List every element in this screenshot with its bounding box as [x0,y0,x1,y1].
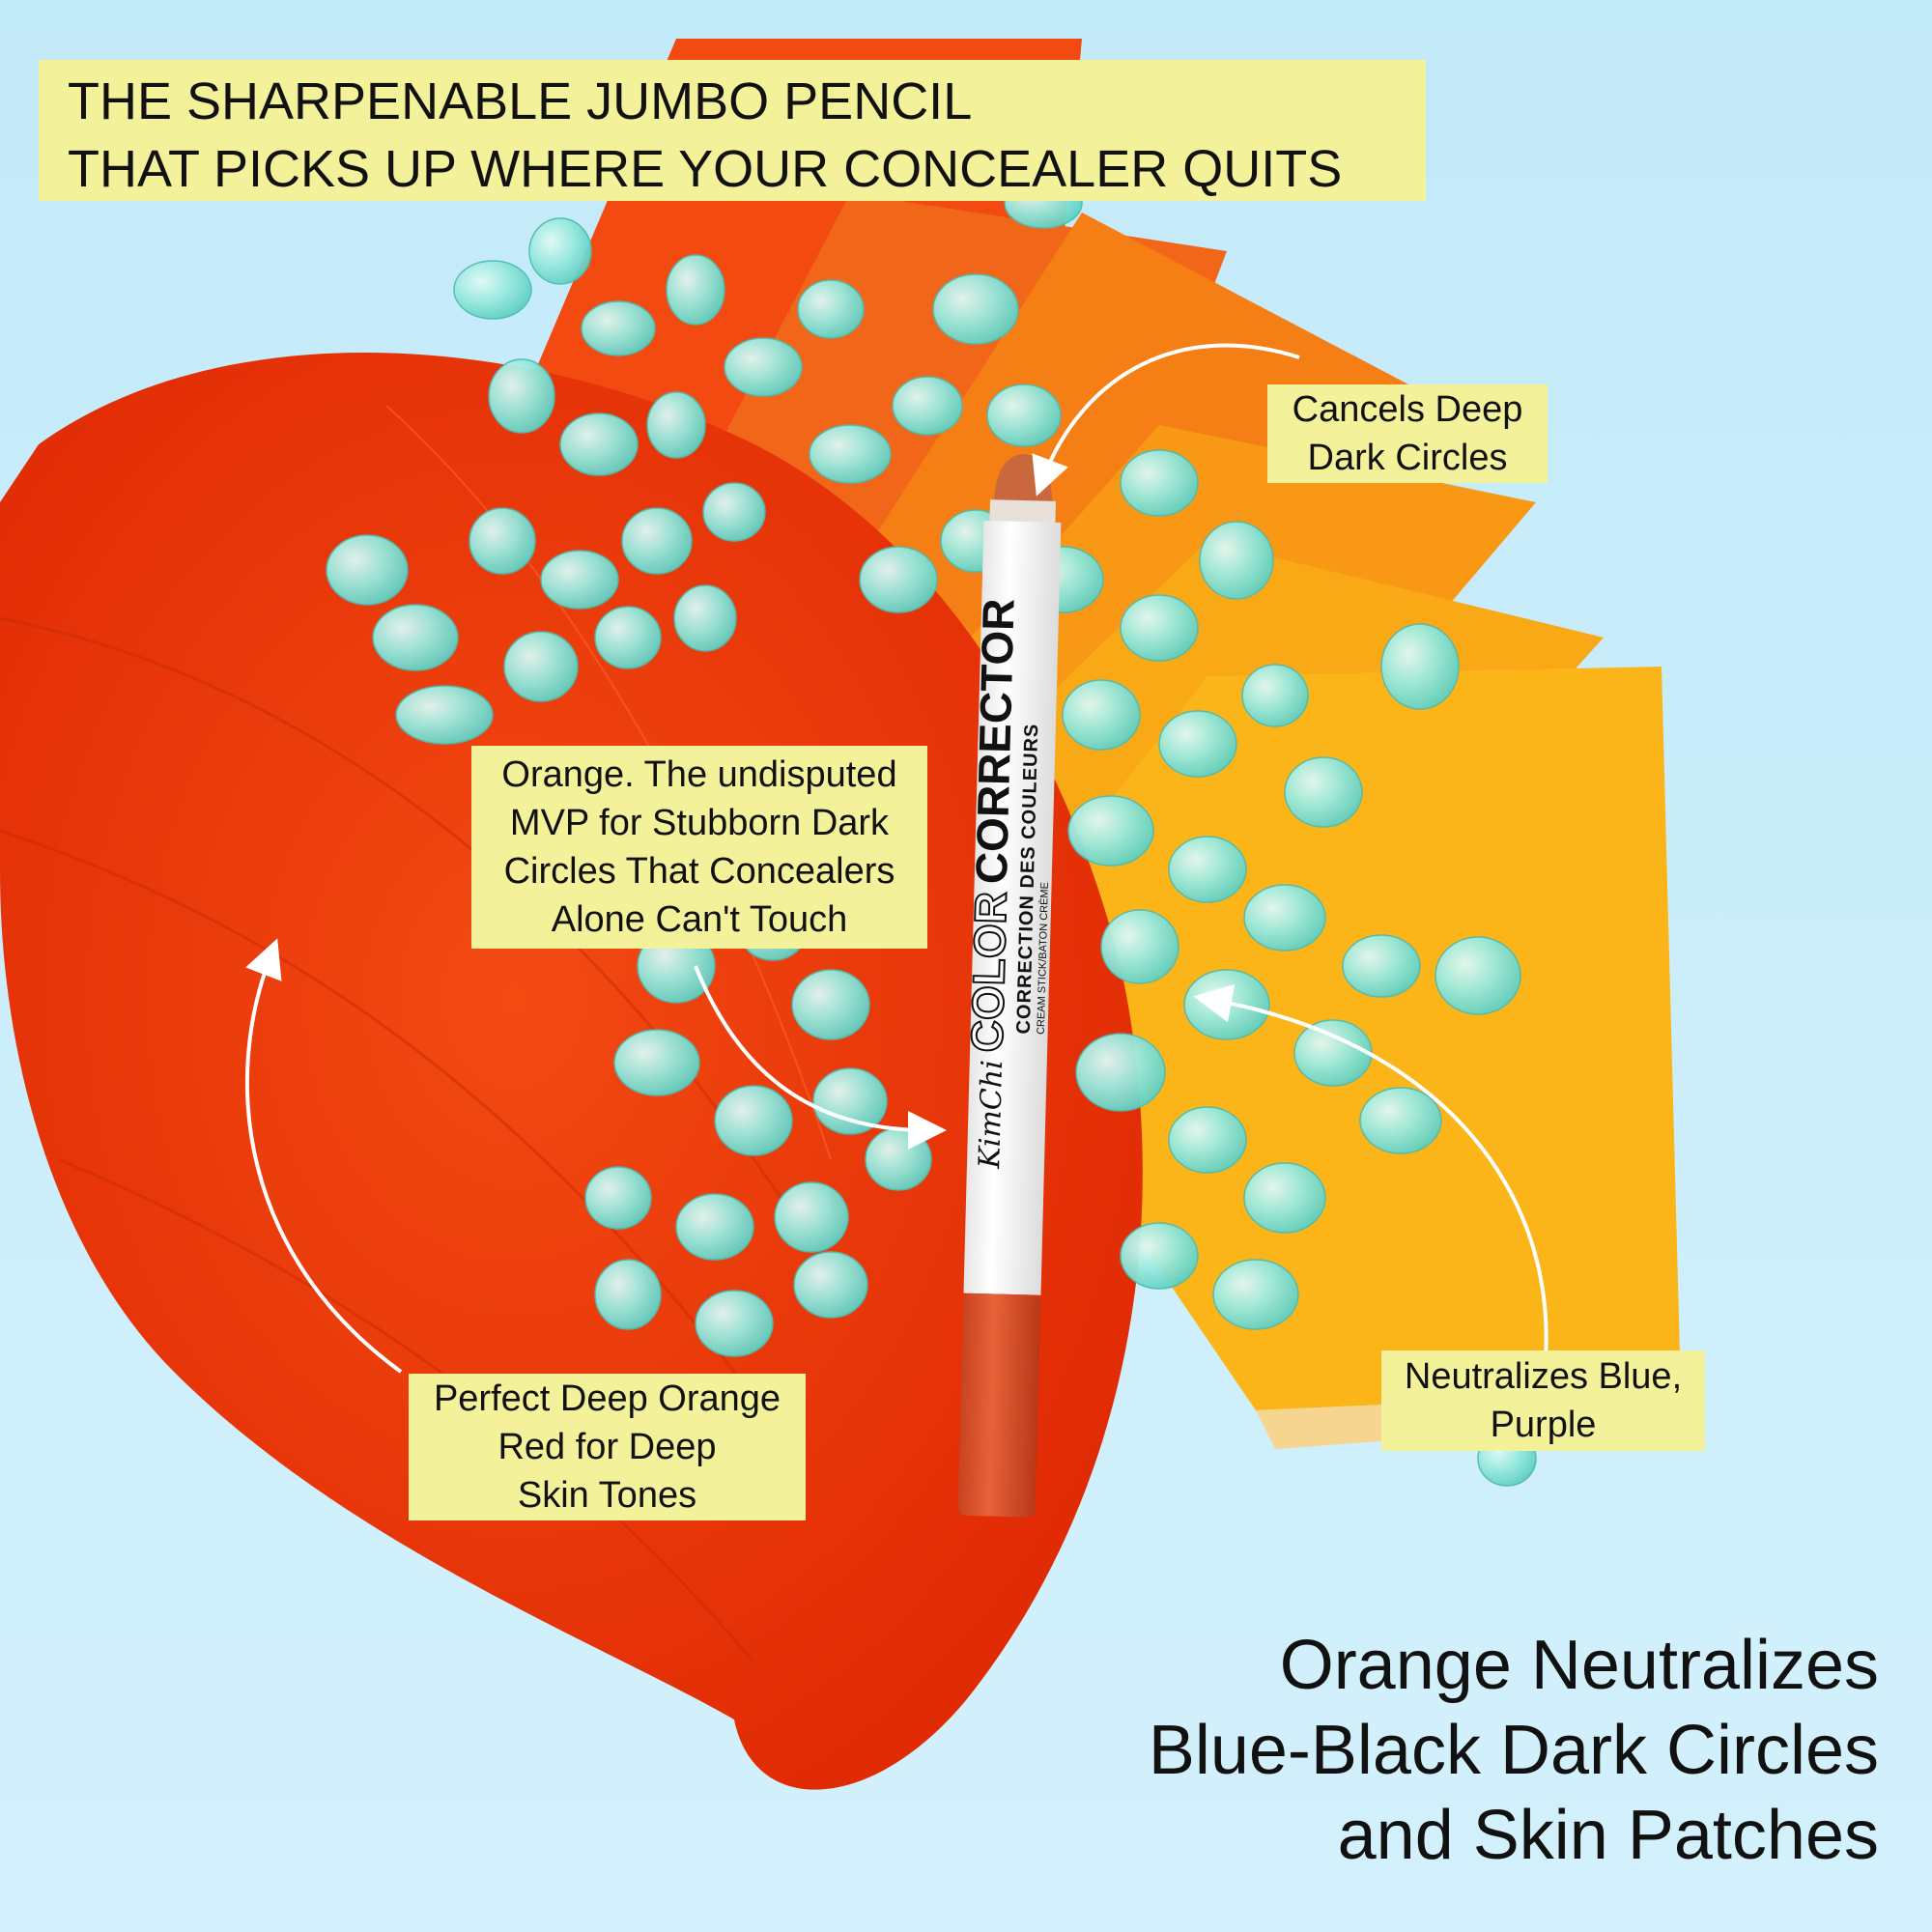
pencil-title-b: CORRECTOR [965,597,1024,885]
arrow-perfect [244,938,403,1374]
callout-perfect: Perfect Deep Orange Red for Deep Skin To… [409,1374,806,1520]
footer-caption: Orange Neutralizes Blue-Black Dark Circl… [1148,1627,1879,1874]
callout-cancels: Cancels Deep Dark Circles [1267,384,1548,483]
headline-banner: THE SHARPENABLE JUMBO PENCIL THAT PICKS … [39,60,1426,201]
pencil-base [957,1293,1041,1518]
callout-arrows [244,343,1548,1374]
jumbo-pencil [957,454,1062,1518]
pencil-brand: KimChi [972,1059,1009,1170]
callout-neutralizes: Neutralizes Blue, Purple [1381,1350,1705,1451]
arrow-neutralizes [1193,983,1548,1358]
pencil-title-a: COLOR [960,890,1016,1053]
pencil-collar [989,499,1056,525]
callout-mvp: Orange. The undisputed MVP for Stubborn … [471,746,927,949]
pencil-body [963,520,1062,1295]
red-feather [0,353,1143,1790]
arrow-mvp [694,965,947,1150]
arrow-cancels [1032,343,1300,497]
